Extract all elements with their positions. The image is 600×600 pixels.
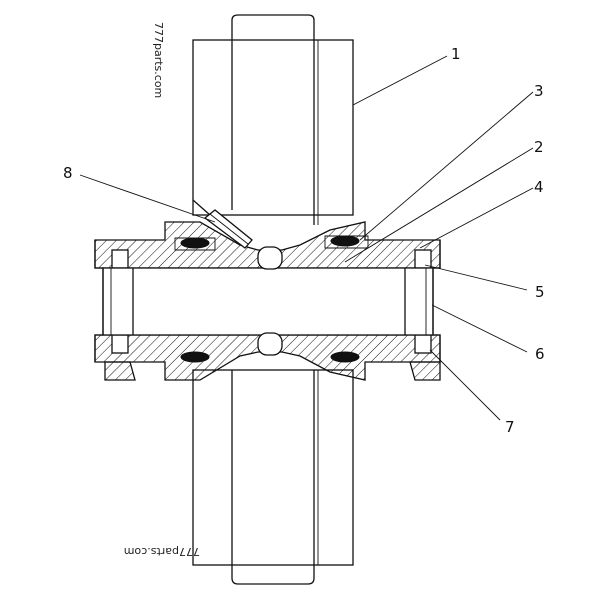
shaft [102,267,434,336]
seal-group [174,235,369,363]
leader-lines [79,55,534,421]
fill-plug-fitting [203,209,253,249]
part-label-3: 3 [534,82,544,100]
watermark-top: 777parts.com [152,22,165,98]
part-label-7: 7 [505,418,515,436]
center-plugs [257,246,283,356]
part-label-8: 8 [63,164,73,182]
part-label-1: 1 [451,45,461,63]
roller-upper-body [192,14,354,225]
outer-flanges [94,240,441,381]
part-label-4: 4 [534,178,544,196]
part-label-6: 6 [535,345,545,363]
watermark-bottom: 777parts.com [124,545,200,558]
roller-lower-body [192,369,354,585]
part-label-5: 5 [535,283,545,301]
part-label-2: 2 [534,138,544,156]
